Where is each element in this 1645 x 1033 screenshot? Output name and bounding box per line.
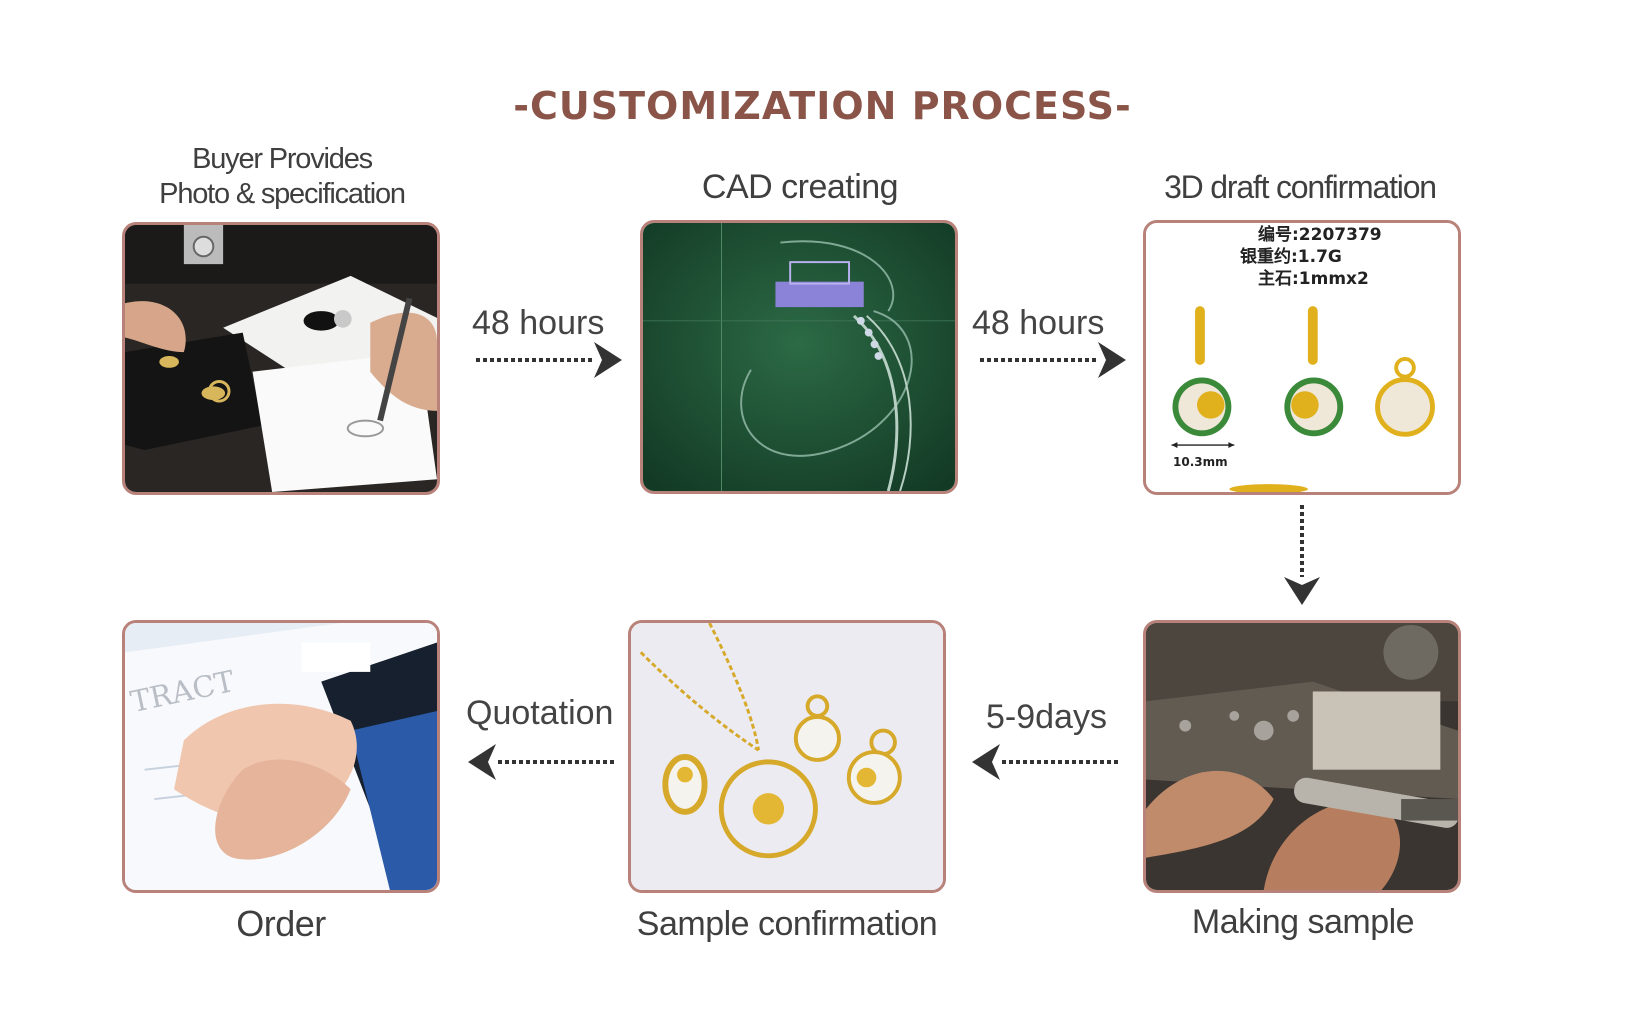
- arrow-down-icon: [1282, 503, 1322, 607]
- handshake-image: TRACT: [125, 623, 437, 890]
- arrow-5-9days-label: 5-9days: [986, 698, 1107, 737]
- cad-ring-render: [643, 223, 955, 491]
- workbench-image: [1146, 623, 1458, 890]
- arrow-right-icon: [474, 340, 624, 380]
- arrow-left-icon: [970, 742, 1120, 782]
- arrow-48-hours-1-label: 48 hours: [472, 304, 604, 343]
- step-draft-label: 3D draft confirmation: [1120, 170, 1480, 205]
- step-sample-image: [628, 620, 946, 893]
- step-order-image: TRACT: [122, 620, 440, 893]
- desk-sketch-image: [125, 225, 437, 492]
- step-order-label: Order: [122, 903, 440, 945]
- step-buyer-label: Buyer Provides Photo & specification: [122, 142, 442, 212]
- jewelry-set-image: [631, 623, 943, 890]
- arrow-right-icon: [978, 340, 1128, 380]
- spec-weight: 银重约:1.7G: [1240, 246, 1342, 268]
- arrow-quotation-label: Quotation: [466, 694, 613, 733]
- step-cad-image: [640, 220, 958, 494]
- step-making-image: [1143, 620, 1461, 893]
- page-title: -CUSTOMIZATION PROCESS-: [0, 84, 1645, 128]
- step-sample-label: Sample confirmation: [587, 905, 987, 944]
- step-making-label: Making sample: [1103, 903, 1503, 942]
- dimension-label: 10.3mm: [1173, 451, 1228, 473]
- arrow-48-hours-2-label: 48 hours: [972, 304, 1104, 343]
- step-cad-label: CAD creating: [640, 168, 960, 207]
- step-buyer-label-line1: Buyer Provides: [122, 142, 442, 177]
- arrow-left-icon: [466, 742, 616, 782]
- step-buyer-label-line2: Photo & specification: [122, 177, 442, 212]
- spec-number: 编号:2207379: [1258, 224, 1382, 246]
- step-buyer-photo: [122, 222, 440, 495]
- spec-stone: 主石:1mmx2: [1258, 268, 1369, 290]
